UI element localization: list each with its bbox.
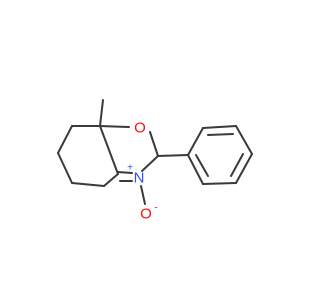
bond-n3-oxide — [140, 185, 146, 205]
bond-c2-phenyl — [157, 154, 189, 157]
bond-ph-2-3 — [202, 125, 237, 129]
bond-ph-6-1 — [187, 154, 204, 185]
bond-c4-c3a — [103, 173, 119, 187]
oxide-negative-charge: - — [154, 203, 157, 214]
molecule-canvas: O N + O - — [57, 99, 253, 223]
bond-c3a-n3-a — [117, 171, 133, 174]
bond-ph-inner-2 — [230, 153, 244, 177]
bond-ph-3-4 — [235, 125, 253, 155]
bond-c3a-c7a — [99, 125, 119, 175]
bond-c6-c5 — [57, 152, 73, 184]
bond-ph-inner-3 — [195, 154, 209, 177]
bond-c7a-methyl — [99, 99, 104, 127]
bond-c2-n3 — [141, 155, 159, 172]
atom-oxygen-oxide: O — [140, 206, 152, 223]
bond-c5-c4 — [71, 182, 105, 187]
bond-ph-5-6 — [202, 182, 237, 185]
bond-ph-4-5 — [235, 153, 253, 184]
atom-nitrogen: N — [134, 170, 145, 187]
nitrogen-positive-charge: + — [127, 163, 133, 174]
bond-o1-c2 — [149, 131, 159, 157]
structure-diagram: O N + O - — [57, 99, 253, 223]
bond-c7-c6 — [57, 125, 73, 154]
bond-c7a-o1 — [99, 125, 130, 128]
bond-ph-inner-1 — [207, 133, 234, 136]
bond-ph-1-2 — [187, 127, 204, 156]
atom-oxygen-ring: O — [134, 120, 146, 137]
